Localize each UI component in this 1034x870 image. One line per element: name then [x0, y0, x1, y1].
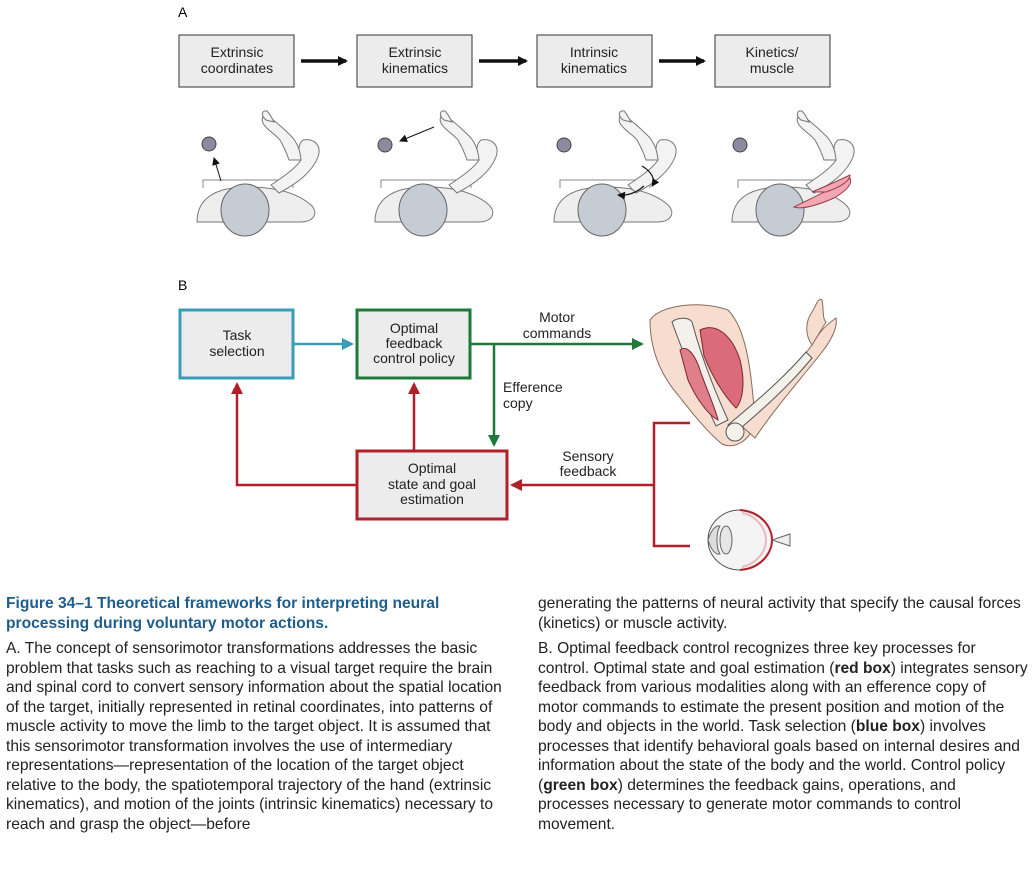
para-b-blue-box: blue box — [855, 718, 920, 735]
figure-caption: Figure 34–1 Theoretical frameworks for i… — [6, 594, 1030, 866]
para-b-text-1: B. Optimal feedback control recognizes t… — [538, 640, 976, 677]
estimation-box-line1: Optimal — [408, 460, 456, 476]
eye-illustration — [707, 509, 791, 571]
caption-title-line1: Figure 34–1 Theoretical frameworks for i… — [6, 595, 440, 612]
task-box-line2: selection — [209, 343, 264, 359]
arm-muscle-illustration — [649, 298, 837, 447]
estimation-to-task-arrow — [231, 382, 356, 487]
caption-para-a-continued: generating the patterns of neural activi… — [538, 595, 1021, 632]
para-b-green-box: green box — [543, 776, 618, 794]
box-extrinsic-kinematics: Extrinsic kinematics — [356, 34, 473, 88]
caption-para-b: B. Optimal feedback control recognizes t… — [538, 639, 1030, 834]
caption-title: Figure 34–1 Theoretical frameworks for i… — [6, 594, 506, 633]
caption-right-column: generating the patterns of neural activi… — [538, 594, 1030, 838]
box-extrinsic-coordinates: Extrinsic coordinates — [178, 34, 295, 88]
policy-box-line1: Optimal — [390, 320, 438, 336]
box-kinetics-muscle-line1: Kinetics/ — [746, 44, 799, 60]
estimation-box-line2: state and goal — [388, 476, 476, 492]
box-extrinsic-kinematics-line1: Extrinsic — [389, 44, 442, 60]
figure-diagram: A Extrinsic coordinates Extrinsic kinema… — [178, 4, 855, 571]
task-box-line1: Task — [223, 327, 253, 343]
reach-figure-1 — [196, 110, 320, 237]
box-kinetics-muscle-line2: muscle — [750, 60, 795, 76]
reach-figure-4 — [731, 110, 855, 237]
sensory-feedback-line1: Sensory — [562, 448, 613, 464]
caption-left-column: Figure 34–1 Theoretical frameworks for i… — [6, 594, 506, 838]
para-b-text-2: ) integrates sensory feedback from vario… — [538, 659, 1028, 736]
control-policy-box: Optimal feedback control policy — [355, 308, 472, 380]
para-b-red-box: red box — [834, 659, 891, 677]
box-intrinsic-kinematics-line2: kinematics — [561, 60, 627, 76]
panel-a-letter: A — [178, 4, 188, 20]
policy-box-line3: control policy — [373, 350, 455, 366]
para-b-text-3: ) involves processes that identify behav… — [538, 718, 1020, 794]
motor-commands-line1: Motor — [539, 309, 575, 325]
box-intrinsic-kinematics-line1: Intrinsic — [570, 44, 618, 60]
para-b-text-4: ) determines the feedback gains, operati… — [538, 776, 961, 833]
efference-copy-line2: copy — [503, 395, 533, 411]
sensory-feedback-bracket — [652, 421, 690, 548]
box-intrinsic-kinematics: Intrinsic kinematics — [536, 34, 653, 88]
box-extrinsic-kinematics-line2: kinematics — [382, 60, 448, 76]
estimation-box-line3: estimation — [400, 491, 464, 507]
state-estimation-box: Optimal state and goal estimation — [355, 449, 509, 521]
efference-copy-line1: Efference — [503, 379, 563, 395]
box-extrinsic-coordinates-line2: coordinates — [201, 60, 273, 76]
policy-box-line2: feedback — [386, 335, 444, 351]
task-selection-box: Task selection — [178, 308, 295, 380]
motor-commands-line2: commands — [523, 325, 591, 341]
sensory-feedback-line2: feedback — [560, 463, 618, 479]
box-extrinsic-coordinates-line1: Extrinsic — [211, 44, 264, 60]
box-kinetics-muscle: Kinetics/ muscle — [714, 34, 831, 88]
reach-figure-3 — [553, 110, 677, 237]
caption-title-line2: processing during voluntary motor action… — [6, 614, 329, 632]
reach-figure-2 — [374, 110, 498, 237]
panel-b-letter: B — [178, 277, 187, 293]
caption-para-a: A. The concept of sensorimotor transform… — [6, 640, 502, 833]
